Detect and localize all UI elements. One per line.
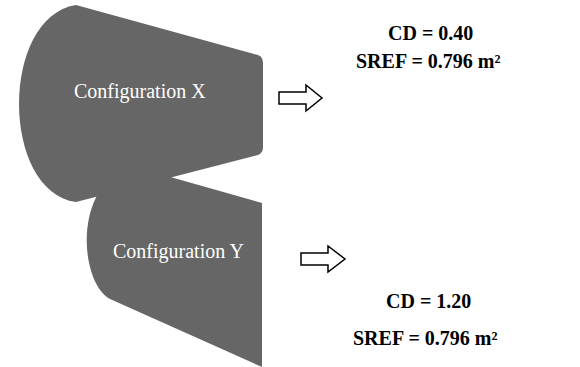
capsule-outline xyxy=(78,163,264,367)
capsule-fill xyxy=(87,165,262,367)
coefficient-label: CD = 0.40 xyxy=(388,22,473,45)
coefficient-label: SREF = 0.796 m² xyxy=(353,327,497,350)
coefficient-label: CD = 1.20 xyxy=(386,290,471,313)
configuration-name: Configuration X xyxy=(74,80,206,103)
configuration-name: Configuration Y xyxy=(113,240,244,263)
flow-arrow xyxy=(279,85,322,111)
capsule-shape: Configuration Y xyxy=(78,163,264,367)
flow-arrow xyxy=(301,246,345,272)
coefficient-label: SREF = 0.796 m² xyxy=(356,50,500,73)
